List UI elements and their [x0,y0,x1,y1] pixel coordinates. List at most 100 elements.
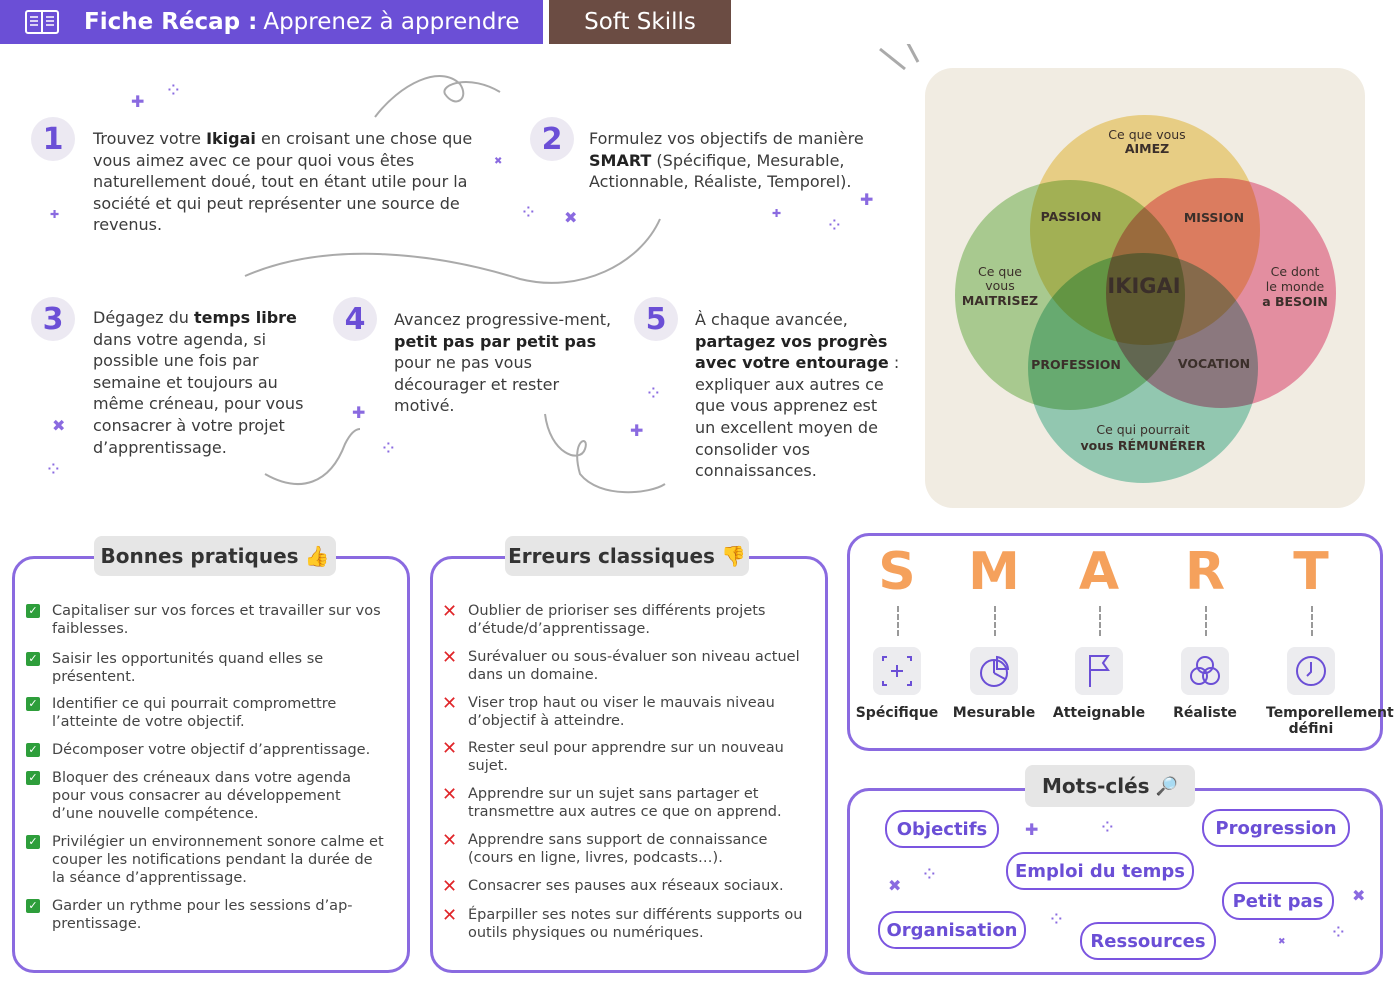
smart-letter: T [1293,542,1329,602]
check-icon: ✓ [26,697,40,711]
step-number: 1 [31,117,75,161]
mistake-text: Surévaluer ou sous-évaluer son niveau ac… [468,649,800,683]
good-practice-text: Privilégier un environnement sonore calm… [52,834,384,886]
cross-decoration: ✖ [1352,886,1366,905]
good-line3: MAITRISEZ [962,293,1038,308]
mistake-text: Apprendre sans support de connaissance (… [468,832,768,866]
dots-decoration: ⁘ [380,436,397,460]
step-number: 5 [634,297,678,341]
cross-decoration: ✖ [52,416,66,435]
mistake-item: ✕ Apprendre sans support de connaissance … [442,831,812,867]
mistake-text: Rester seul pour apprendre sur un nouvea… [468,740,784,774]
mistake-text: Viser trop haut ou viser le mauvais nive… [468,695,775,729]
thumbs-down-icon: 👎 [720,544,746,568]
mistake-item: ✕Apprendre sur un sujet sans partager et… [442,785,812,821]
check-icon: ✓ [26,604,40,618]
decorative-lines [244,44,920,494]
plus-decoration: ✚ [352,403,366,422]
dots-decoration: ⁘ [520,200,537,224]
book-icon [25,10,59,34]
ikigai-diagram: Ce que vous AIMEZ Ce que vous MAITRISEZ … [955,115,1336,483]
mistake-item: ✕Consacrer ses pauses aux réseaux sociau… [442,876,812,897]
dots-decoration: ⁘ [165,78,182,102]
smart-label: Spécifique [855,705,939,721]
mistakes-title: Erreurs classiques 👎 [505,536,749,576]
good-practices-title-text: Bonnes pratiques [100,544,299,568]
smart-letter: R [1184,542,1226,602]
check-icon: ✓ [26,652,40,666]
smart-connector [1311,606,1313,636]
thumbs-up-icon: 👍 [304,544,330,568]
cross-icon: ✕ [442,905,458,926]
keyword-pill: Objectifs [885,810,999,848]
mistake-item: ✕ Éparpiller ses notes sur différents sup… [442,906,812,942]
clock-icon [1287,647,1335,695]
circles-icon [1181,647,1229,695]
love-line2: AIMEZ [1125,141,1169,156]
plus-decoration: ✚ [772,207,782,220]
cross-icon: ✕ [442,830,458,851]
good-line2: vous [985,278,1014,293]
good-practice-item: ✓ Garder un rythme pour les sessions d’ap… [26,897,386,933]
smart-connector [1205,606,1207,636]
cross-icon: ✕ [442,601,458,622]
step-text: Trouvez votre Ikigai en croisant une cho… [93,129,473,235]
smart-connector [897,606,899,636]
dots-decoration: ⁘ [921,862,938,886]
keyword-pill: Organisation [878,911,1026,949]
keyword-pill: Emploi du temps [1006,852,1194,890]
dots-decoration: ⁘ [45,457,62,481]
good-practice-text: Garder un rythme pour les sessions d’ap-… [52,898,353,932]
good-practice-item: ✓Décomposer votre objectif d’apprentissa… [26,741,386,759]
smart-connector [1099,606,1101,636]
smart-letter: M [968,542,1020,602]
mistake-text: Éparpiller ses notes sur différents supp… [468,907,803,941]
cross-decoration: ✖ [494,156,503,167]
check-icon: ✓ [26,899,40,913]
plus-decoration: ✚ [50,208,60,221]
check-icon: ✓ [26,743,40,757]
header-bar: Fiche Récap : Apprenez à apprendre [0,0,543,44]
passion-label: PASSION [1041,209,1102,224]
smart-label: Réaliste [1173,705,1237,721]
check-icon: ✓ [26,835,40,849]
smart-label: Temporellement défini [1266,705,1394,737]
ikigai-center-label: IKIGAI [1107,274,1180,298]
good-practice-item: ✓ Bloquer des créneaux dans votre agenda … [26,769,386,823]
keyword-pill: Ressources [1080,922,1216,960]
cross-decoration: ✖ [888,876,902,895]
category-tag: Soft Skills [549,0,731,44]
need-line1: Ce dont [1271,264,1320,279]
good-line1: Ce que [978,264,1022,279]
smart-connector [994,606,996,636]
smart-label: Mesurable [952,705,1036,721]
good-practices-title: Bonnes pratiques 👍 [94,536,336,576]
vocation-label: VOCATION [1178,356,1250,371]
step-number: 4 [333,297,377,341]
cross-decoration: ✖ [1278,937,1286,947]
keywords-title-text: Mots-clés [1041,774,1150,798]
mission-label: MISSION [1184,210,1244,225]
dots-decoration: ⁘ [1048,907,1065,931]
good-practices-panel [12,556,410,973]
dots-decoration: ⁘ [1099,815,1116,839]
title-bold: Fiche Récap : [84,9,258,35]
plus-decoration: ✚ [1025,820,1039,839]
ikigai-panel: Ce que vous AIMEZ Ce que vous MAITRISEZ … [925,68,1365,508]
step-text: Avancez progressive-ment, petit pas par … [394,310,612,416]
paid-line2: vous RÉMUNÉRER [1081,438,1206,453]
good-practice-text: Identifier ce qui pourrait compromettre … [52,696,337,730]
step-number: 3 [31,297,75,341]
cross-icon: ✕ [442,876,458,897]
plus-decoration: ✚ [131,92,145,111]
good-practice-text: Bloquer des créneaux dans votre agenda p… [52,770,351,822]
smart-letter: S [878,542,916,602]
keyword-pill: Petit pas [1222,882,1334,920]
good-practice-item: ✓ Saisir les opportunités quand elles se … [26,650,386,686]
step-text: À chaque avancée, partagez vos progrès a… [695,310,900,481]
cross-icon: ✕ [442,647,458,668]
check-icon: ✓ [26,771,40,785]
good-practice-item: ✓Capitaliser sur vos forces et travaille… [26,602,386,638]
good-practice-text: Saisir les opportunités quand elles se p… [52,651,324,685]
